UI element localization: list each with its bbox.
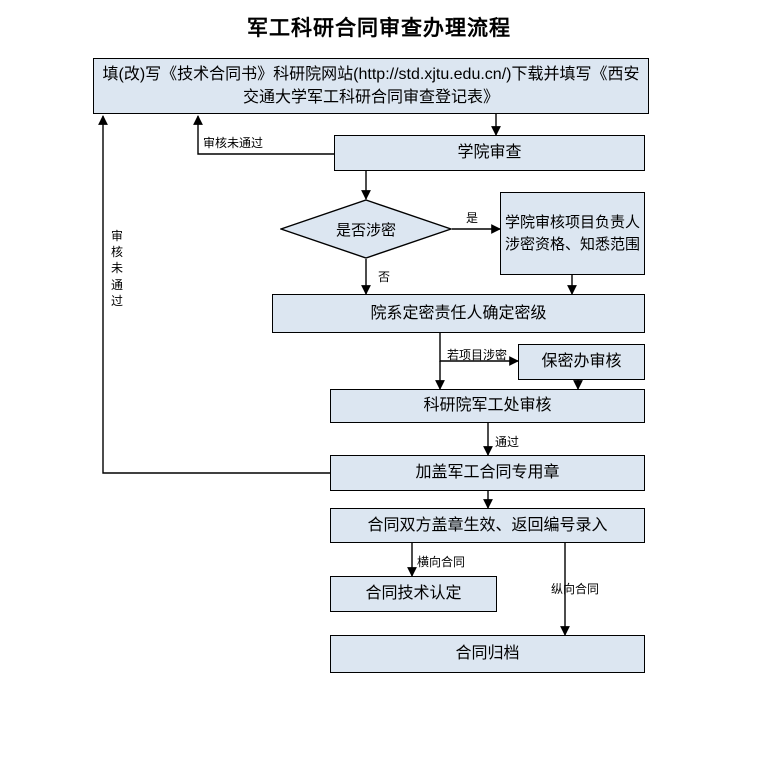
edge-label-yes: 是	[466, 211, 479, 225]
node-is-secret[interactable]: 是否涉密	[280, 199, 452, 259]
edge-label-vertical-contract: 纵向合同	[551, 582, 600, 596]
node-stamp-label: 加盖军工合同专用章	[415, 464, 560, 482]
node-college-review-label: 学院审查	[457, 144, 522, 162]
node-secrecy-office-label: 保密办审核	[541, 353, 622, 371]
node-college-review[interactable]: 学院审查	[334, 135, 645, 171]
node-tech-accept[interactable]: 合同技术认定	[330, 576, 497, 612]
edge-label-no: 否	[378, 270, 391, 284]
node-archive[interactable]: 合同归档	[330, 635, 645, 673]
node-both-stamp[interactable]: 合同双方盖章生效、返回编号录入	[330, 508, 645, 543]
node-dept-set-level[interactable]: 院系定密责任人确定密级	[272, 294, 645, 333]
node-dept-set-level-label: 院系定密责任人确定密级	[370, 304, 547, 322]
edge-label-passed: 通过	[495, 435, 520, 449]
node-college-check-person[interactable]: 学院审核项目负责人涉密资格、知悉范围	[500, 192, 645, 275]
node-both-stamp-label: 合同双方盖章生效、返回编号录入	[367, 516, 608, 534]
edge-label-review-failed: 审核未通过	[203, 136, 264, 150]
node-form-label: 填(改)写《技术合同书》科研院网站(http://std.xjtu.edu.cn…	[102, 65, 640, 106]
edge-label-horizontal-contract: 横向合同	[417, 555, 466, 569]
node-research-mil-office-label: 科研院军工处审核	[423, 397, 552, 415]
diamond-shape	[280, 199, 452, 259]
node-research-mil-office[interactable]: 科研院军工处审核	[330, 389, 645, 423]
edge-label-review-failed-vertical: 审核未通过	[110, 229, 123, 308]
edge-label-if-secret: 若项目涉密	[447, 348, 508, 362]
node-form[interactable]: 填(改)写《技术合同书》科研院网站(http://std.xjtu.edu.cn…	[93, 58, 649, 114]
node-archive-label: 合同归档	[455, 645, 520, 663]
page-title: 军工科研合同审查办理流程	[247, 17, 511, 40]
node-is-secret-label: 是否涉密	[335, 221, 396, 239]
node-stamp[interactable]: 加盖军工合同专用章	[330, 455, 645, 491]
node-secrecy-office[interactable]: 保密办审核	[518, 344, 645, 380]
node-tech-accept-label: 合同技术认定	[365, 585, 462, 603]
node-college-check-person-label: 学院审核项目负责人涉密资格、知悉范围	[505, 213, 641, 253]
